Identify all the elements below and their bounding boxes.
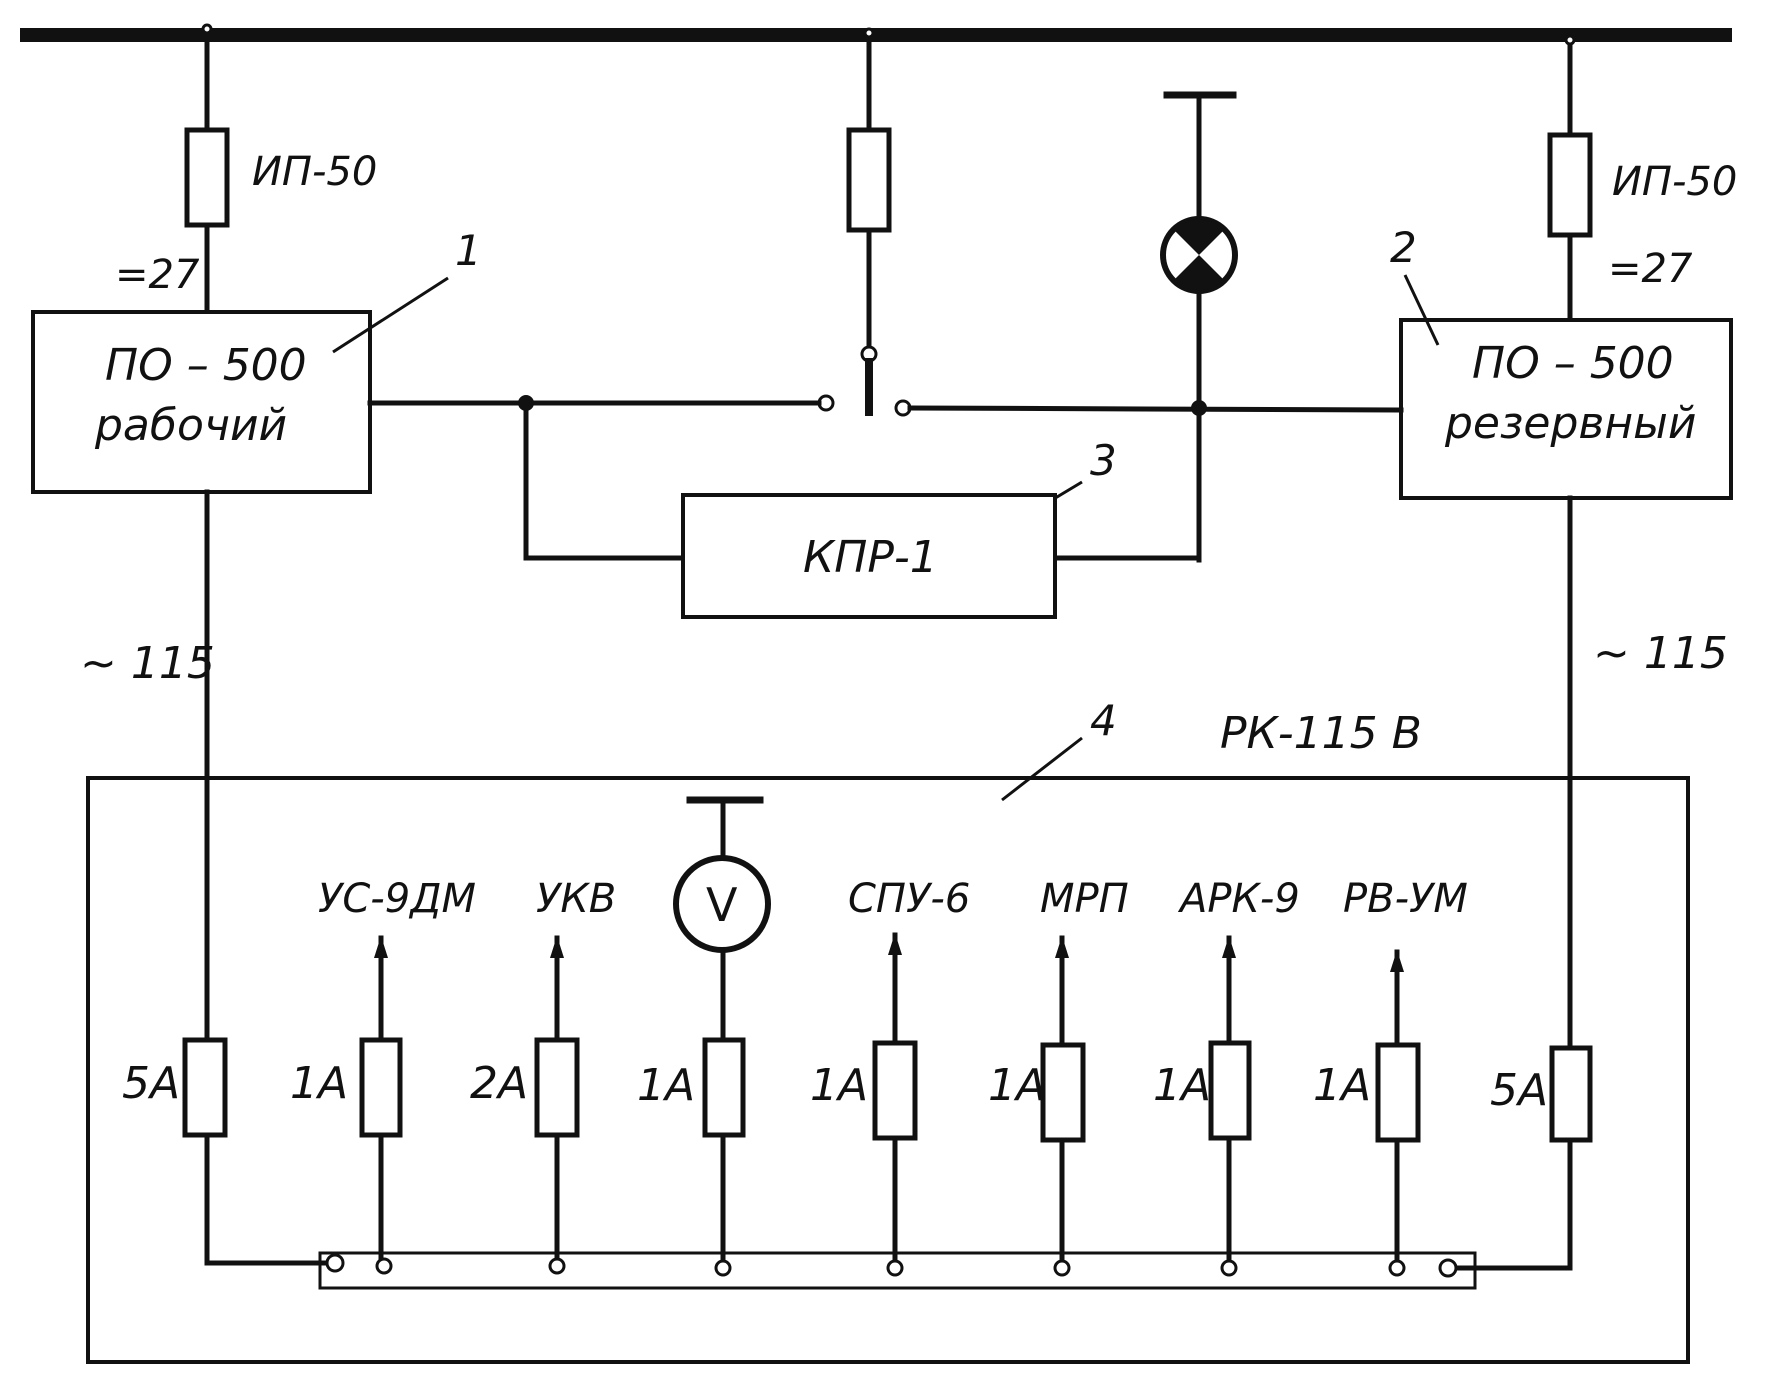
fuse-us9dm [359,1037,403,1138]
converter-po500-reserve [1399,318,1733,500]
converter-po500-working [31,310,372,494]
fuse-ip50-right-label: ИП-50 [1612,159,1737,205]
converter-2-line1: ПО – 500 [1472,338,1674,389]
fuse-voltmeter [702,1037,746,1138]
fuse-center [846,127,892,233]
strip-terminal-left [325,1253,345,1273]
fuse-ip50-left [184,127,230,228]
ref-leader-1 [332,276,449,354]
consumer-spu6: СПУ-6 [848,876,970,922]
converter-1-line1: ПО – 500 [105,340,307,391]
fuse-ukv-label: 2А [470,1058,528,1109]
consumer-rvum: РВ-УМ [1343,876,1468,922]
fuse-ip50-right [1547,132,1593,238]
branch-voltmeter: V 1А [637,796,771,1277]
ac-right-label: ~ 115 [1593,628,1728,679]
rk115v-label: РК-115 В [1220,708,1422,759]
consumer-ark9: АРК-9 [1177,876,1300,922]
fuse-mrp [1040,1042,1086,1143]
dc-right-label: =27 [1608,246,1693,292]
ref-number-3: 3 [1090,436,1117,485]
main-busbar [20,28,1732,42]
fuse-mrp-label: 1А [988,1060,1046,1111]
fuse-5a-left [182,1037,228,1138]
fuse-5a-right [1549,1045,1593,1143]
branch-spu6: 1А СПУ-6 [810,876,970,1277]
fuse-rvum [1375,1042,1421,1143]
fuse-ip50-left-label: ИП-50 [252,149,377,195]
dc-left-label: =27 [115,252,200,298]
fuse-ark9 [1208,1040,1252,1141]
ref-leader-4 [1001,736,1083,802]
consumer-mrp: МРП [1040,876,1129,922]
branch-rvum: 1А РВ-УМ [1313,876,1468,1277]
ac-left-label: ~ 115 [80,638,215,689]
fuse-ukv [534,1037,580,1138]
distribution-box-rk115v [86,776,1690,1364]
junction-right [1191,400,1207,416]
warning-lamp-icon [1160,216,1238,294]
fuse-5a-right-label: 5А [1490,1065,1548,1116]
converter-1-line2: рабочий [94,400,287,451]
converter-2-line2: резервный [1444,398,1696,449]
consumer-ukv: УКВ [536,876,616,922]
relay-kpr1 [681,493,1057,619]
branch-ark9: 1А АРК-9 [1153,876,1300,1277]
fuse-spu6-label: 1А [810,1060,868,1111]
fuse-spu6 [872,1040,918,1141]
fuse-5a-left-label: 5А [122,1058,180,1109]
voltmeter-label: V [706,878,738,932]
fuse-voltmeter-label: 1А [637,1060,695,1111]
strip-terminal-right [1438,1258,1458,1278]
ref-leader-2 [1403,274,1440,346]
fuse-ark9-label: 1А [1153,1060,1211,1111]
fuse-us9dm-label: 1А [290,1058,348,1109]
branch-mrp: 1А МРП [988,876,1129,1277]
fuse-rvum-label: 1А [1313,1060,1371,1111]
branch-us9dm: 1А УС-9ДМ [290,876,476,1275]
ref-number-1: 1 [455,226,482,275]
bus-terminal-left [201,23,213,35]
consumer-us9dm: УС-9ДМ [318,876,476,922]
branch-ukv: 2А УКВ [470,876,616,1275]
relay-kpr1-label: КПР-1 [803,532,938,583]
voltmeter-icon [673,855,771,953]
ref-number-2: 2 [1390,223,1417,272]
ref-number-4: 4 [1090,696,1117,745]
wire-switch-to-conv2 [907,405,1404,413]
